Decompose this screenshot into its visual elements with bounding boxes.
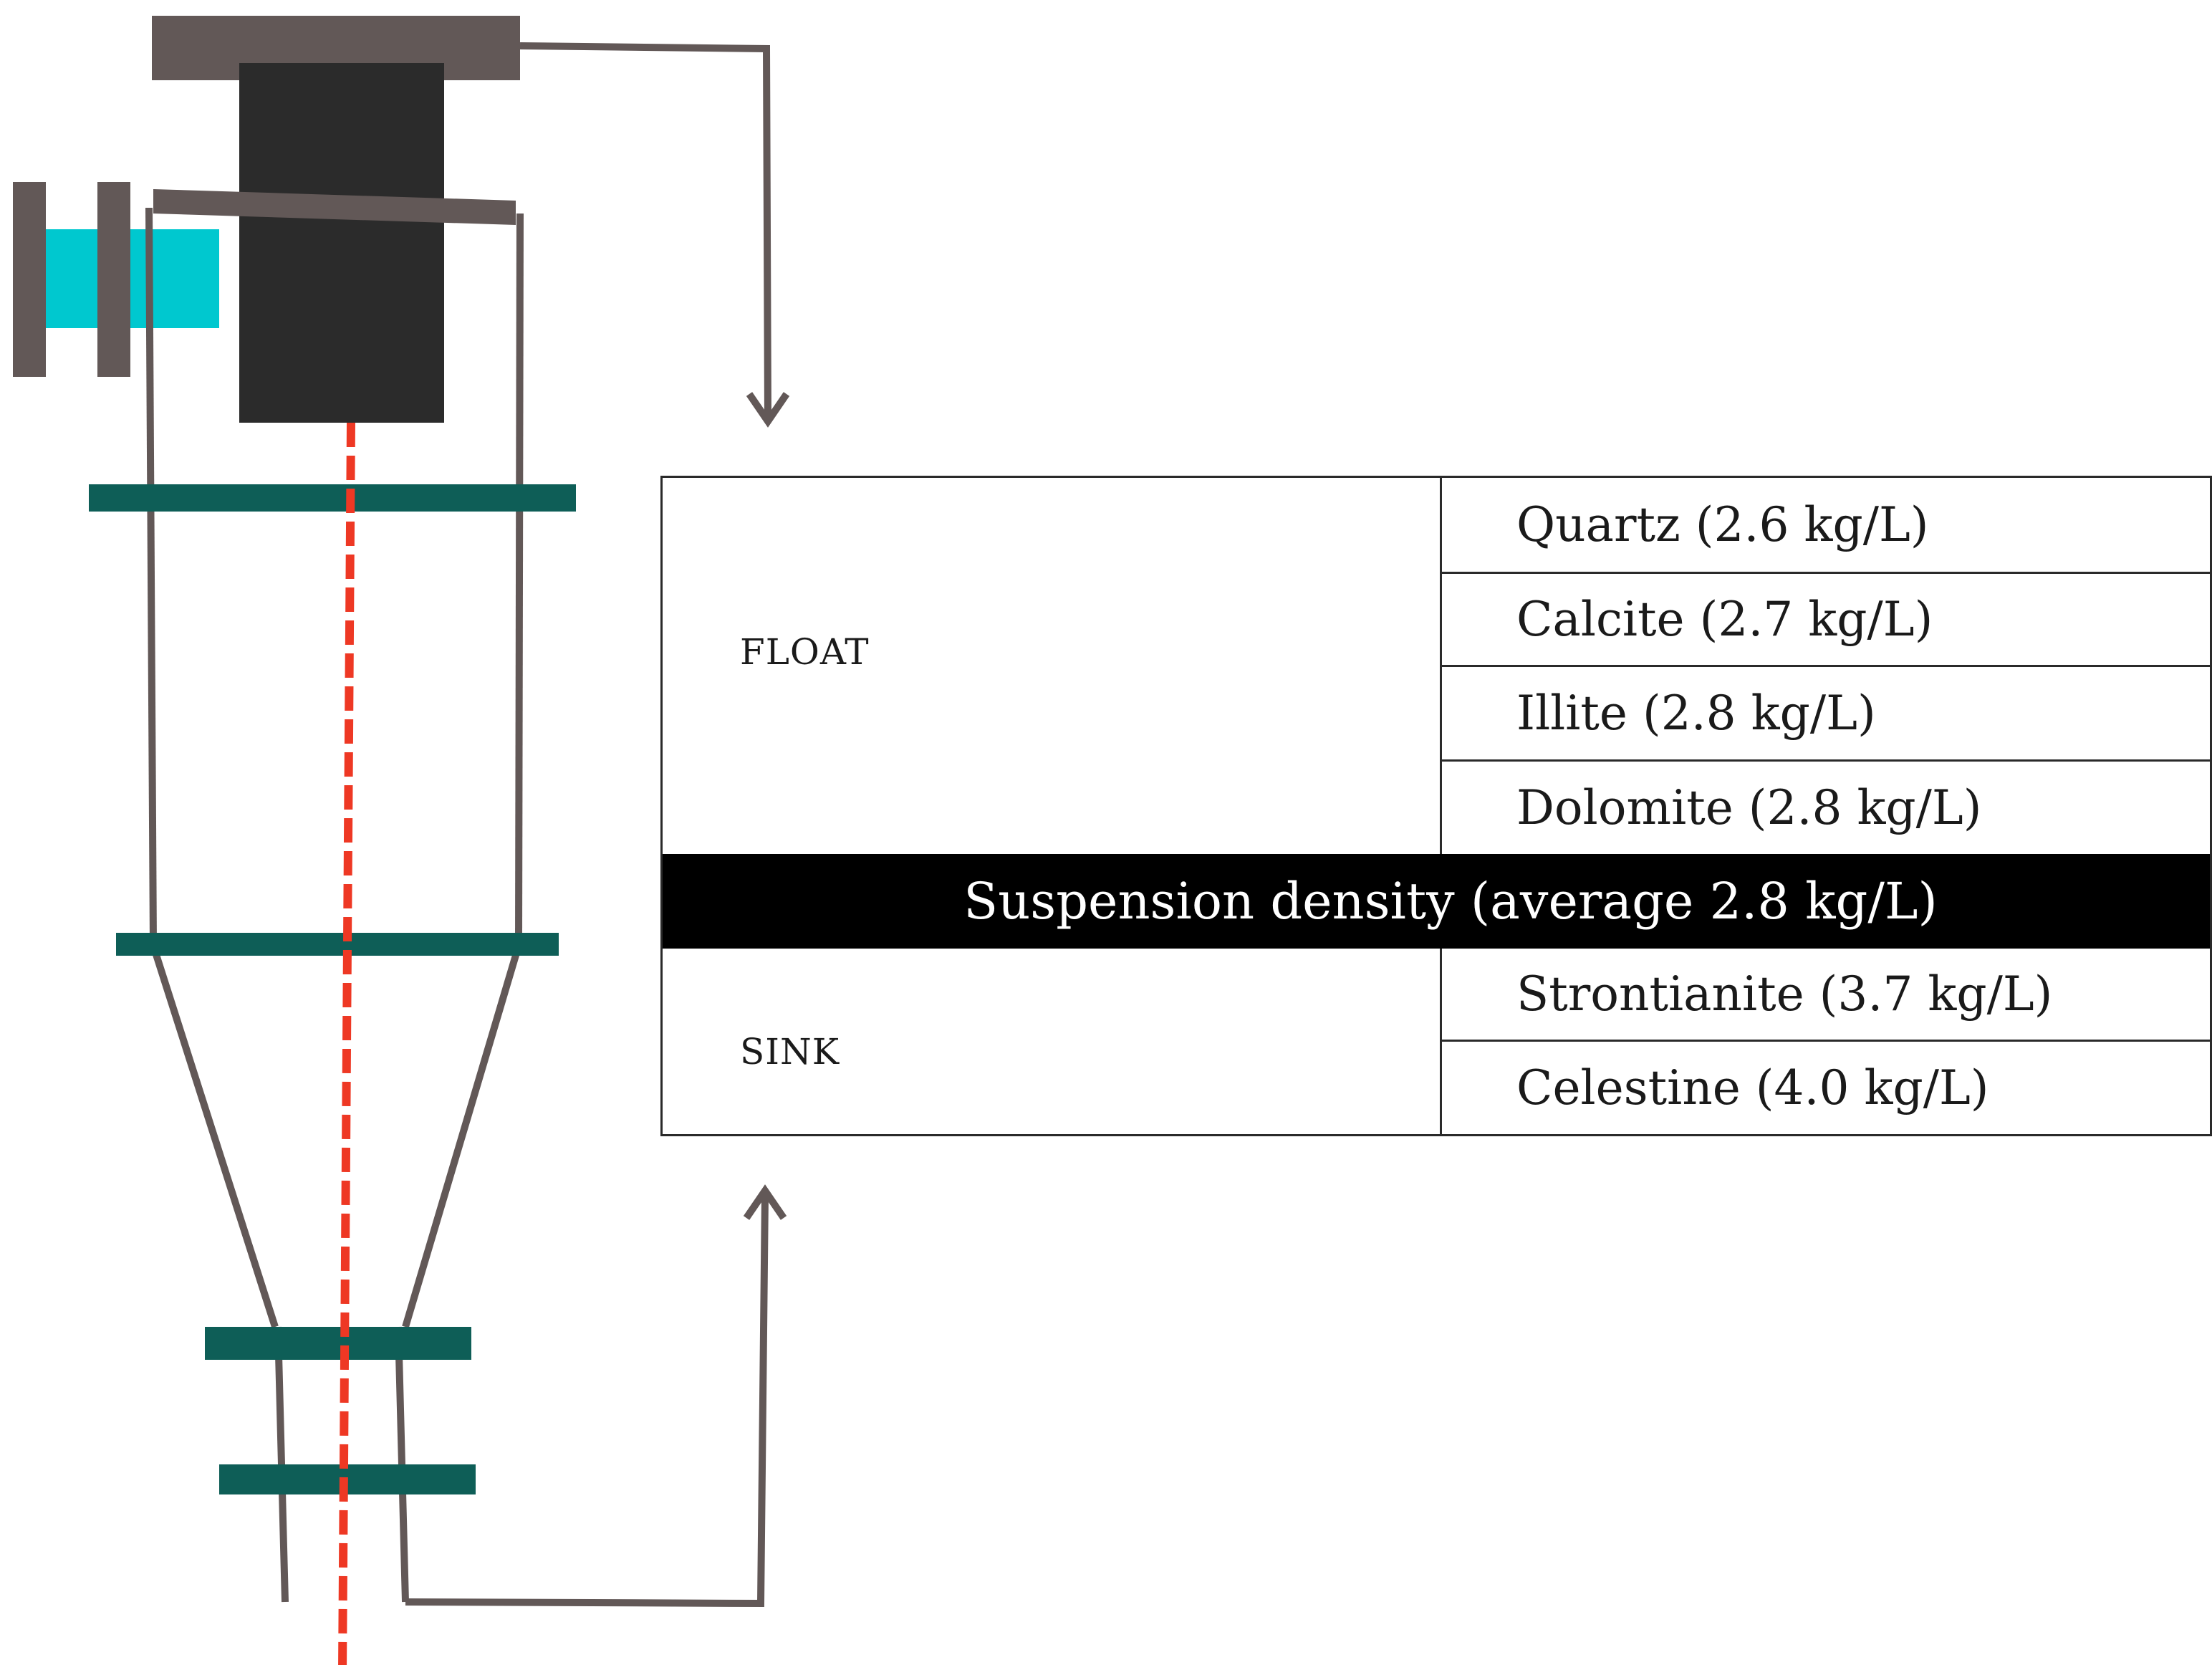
clamp-ring-3 — [205, 1327, 471, 1360]
float-column-divider — [1440, 478, 1442, 854]
mineral-row-dolomite: Dolomite (2.8 kg/L) — [1516, 780, 1982, 835]
suspension-density-band: Suspension density (average 2.8 kg/L) — [663, 854, 2210, 949]
vortex-finder-block — [239, 63, 444, 423]
mineral-row-celestine: Celestine (4.0 kg/L) — [1516, 1060, 1989, 1115]
mineral-row-strontianite: Strontianite (3.7 kg/L) — [1442, 949, 2210, 1042]
overflow-arrowhead — [746, 392, 790, 428]
underflow-arrowhead — [743, 1184, 787, 1220]
mineral-row-quartz: Quartz (2.6 kg/L) — [1442, 478, 2210, 574]
cone-wall-right — [402, 944, 522, 1328]
cylinder-wall-left — [145, 207, 157, 946]
sink-label: SINK — [740, 1031, 840, 1073]
float-label: FLOAT — [740, 631, 870, 673]
sink-column-divider — [1440, 949, 1442, 1134]
overflow-path — [519, 42, 771, 419]
feed-inlet — [46, 229, 219, 328]
cylinder-wall-right — [515, 213, 524, 946]
density-separation-table: FLOAT Quartz (2.6 kg/L) Calcite (2.7 kg/… — [660, 476, 2212, 1136]
mineral-row-illite: Illite (2.8 kg/L) — [1442, 667, 2210, 762]
clamp-ring-1 — [89, 484, 576, 512]
top-plate — [153, 189, 516, 225]
clamp-ring-2 — [116, 933, 559, 956]
cone-wall-left — [150, 944, 279, 1328]
central-axis — [338, 422, 355, 1665]
inlet-flange-outer — [13, 182, 46, 377]
underflow-path — [405, 1194, 769, 1608]
mineral-row-calcite: Calcite (2.7 kg/L) — [1442, 574, 2210, 667]
